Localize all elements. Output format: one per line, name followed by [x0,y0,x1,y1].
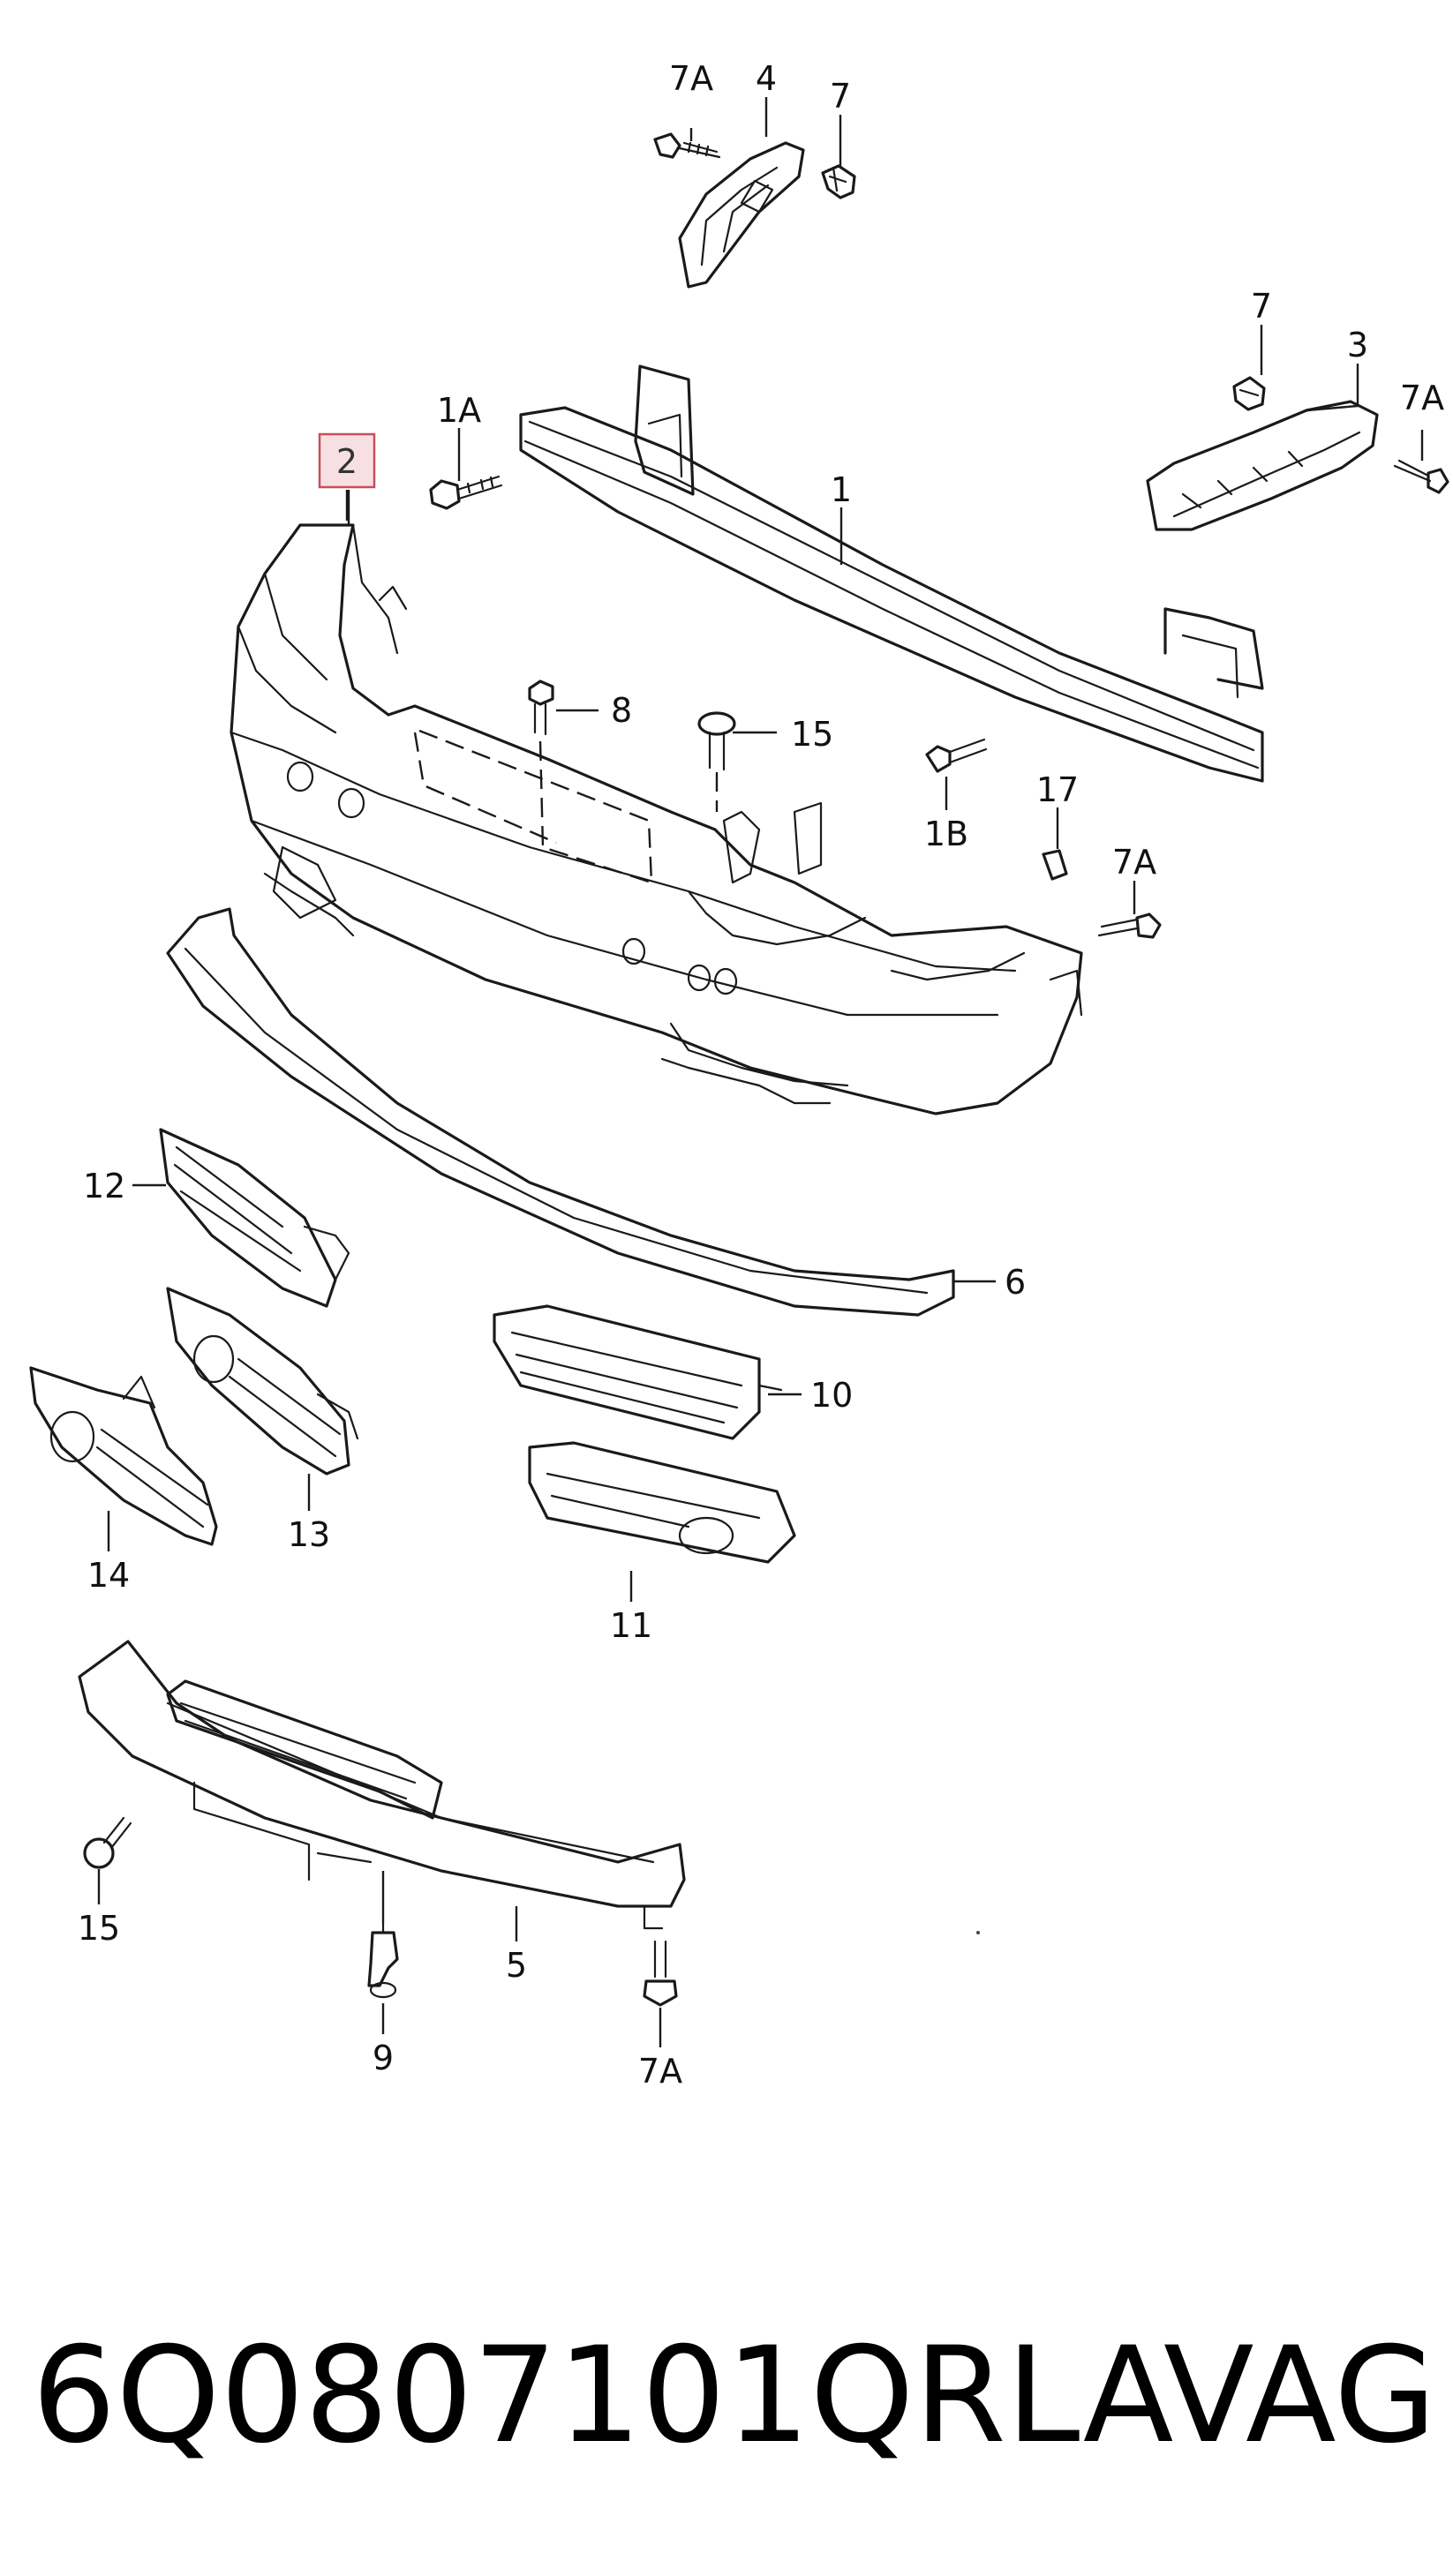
callout-2-highlight [318,432,376,489]
part-12-grille [159,1128,350,1308]
screw-7A-top [653,132,721,159]
clip-7-right [1232,376,1266,411]
callout-11: 11 [610,1606,652,1645]
clip-7-top [821,164,856,199]
callout-2: 2 [336,442,358,481]
callout-1: 1 [831,470,852,509]
callout-15-top: 15 [791,715,833,754]
dashed-leaders [413,729,719,884]
screw-1A [429,475,503,510]
clip-9 [367,1922,399,1999]
screw-7A-right-mid [1097,912,1162,939]
screw-15-top [697,711,736,771]
callout-7A-top: 7A [669,59,713,98]
leader-lines [97,97,1424,2047]
callout-7-top: 7 [830,77,851,116]
part-2-bumper-cover [230,523,1083,1115]
callout-4: 4 [756,59,777,98]
part-10-grille [493,1304,783,1440]
callout-8: 8 [611,691,632,730]
part-number: 6Q0807101QRLA [32,2319,1173,2473]
callout-17: 17 [1036,770,1079,809]
callout-12: 12 [83,1167,125,1205]
screw-8 [528,680,554,736]
part-6-spoiler [166,907,955,1317]
callout-7A-right-top: 7A [1400,379,1444,417]
part-11-grille [528,1441,796,1564]
screw-15-bottom [83,1816,132,1869]
callout-7A-right-mid: 7A [1112,843,1156,882]
stray-dot [976,1931,980,1934]
callout-1B: 1B [924,815,968,853]
brand-label: VAG [1163,2319,1436,2473]
callout-15-bottom: 15 [78,1909,120,1948]
part-14-grille [29,1366,218,1546]
callout-3: 3 [1347,326,1368,364]
clip-17 [1042,849,1068,881]
part-3-bracket [1146,400,1379,531]
part-4-bracket [678,141,805,289]
callout-5: 5 [506,1946,527,1985]
callout-13: 13 [288,1515,330,1554]
screw-7A-right-top [1393,459,1449,494]
part-5-lower-lip [78,1640,686,1930]
part-1-reinforcement [519,364,1264,783]
screw-1B [925,738,988,773]
callout-7A-bottom: 7A [638,2052,682,2091]
part-13-grille [166,1287,359,1476]
callout-7-right: 7 [1251,287,1272,326]
callout-1A: 1A [437,391,481,430]
callout-10: 10 [810,1376,853,1415]
callout-9: 9 [373,2039,394,2077]
callout-14: 14 [87,1556,130,1595]
screw-7A-bottom [643,1940,678,2007]
callout-6: 6 [1005,1263,1026,1302]
